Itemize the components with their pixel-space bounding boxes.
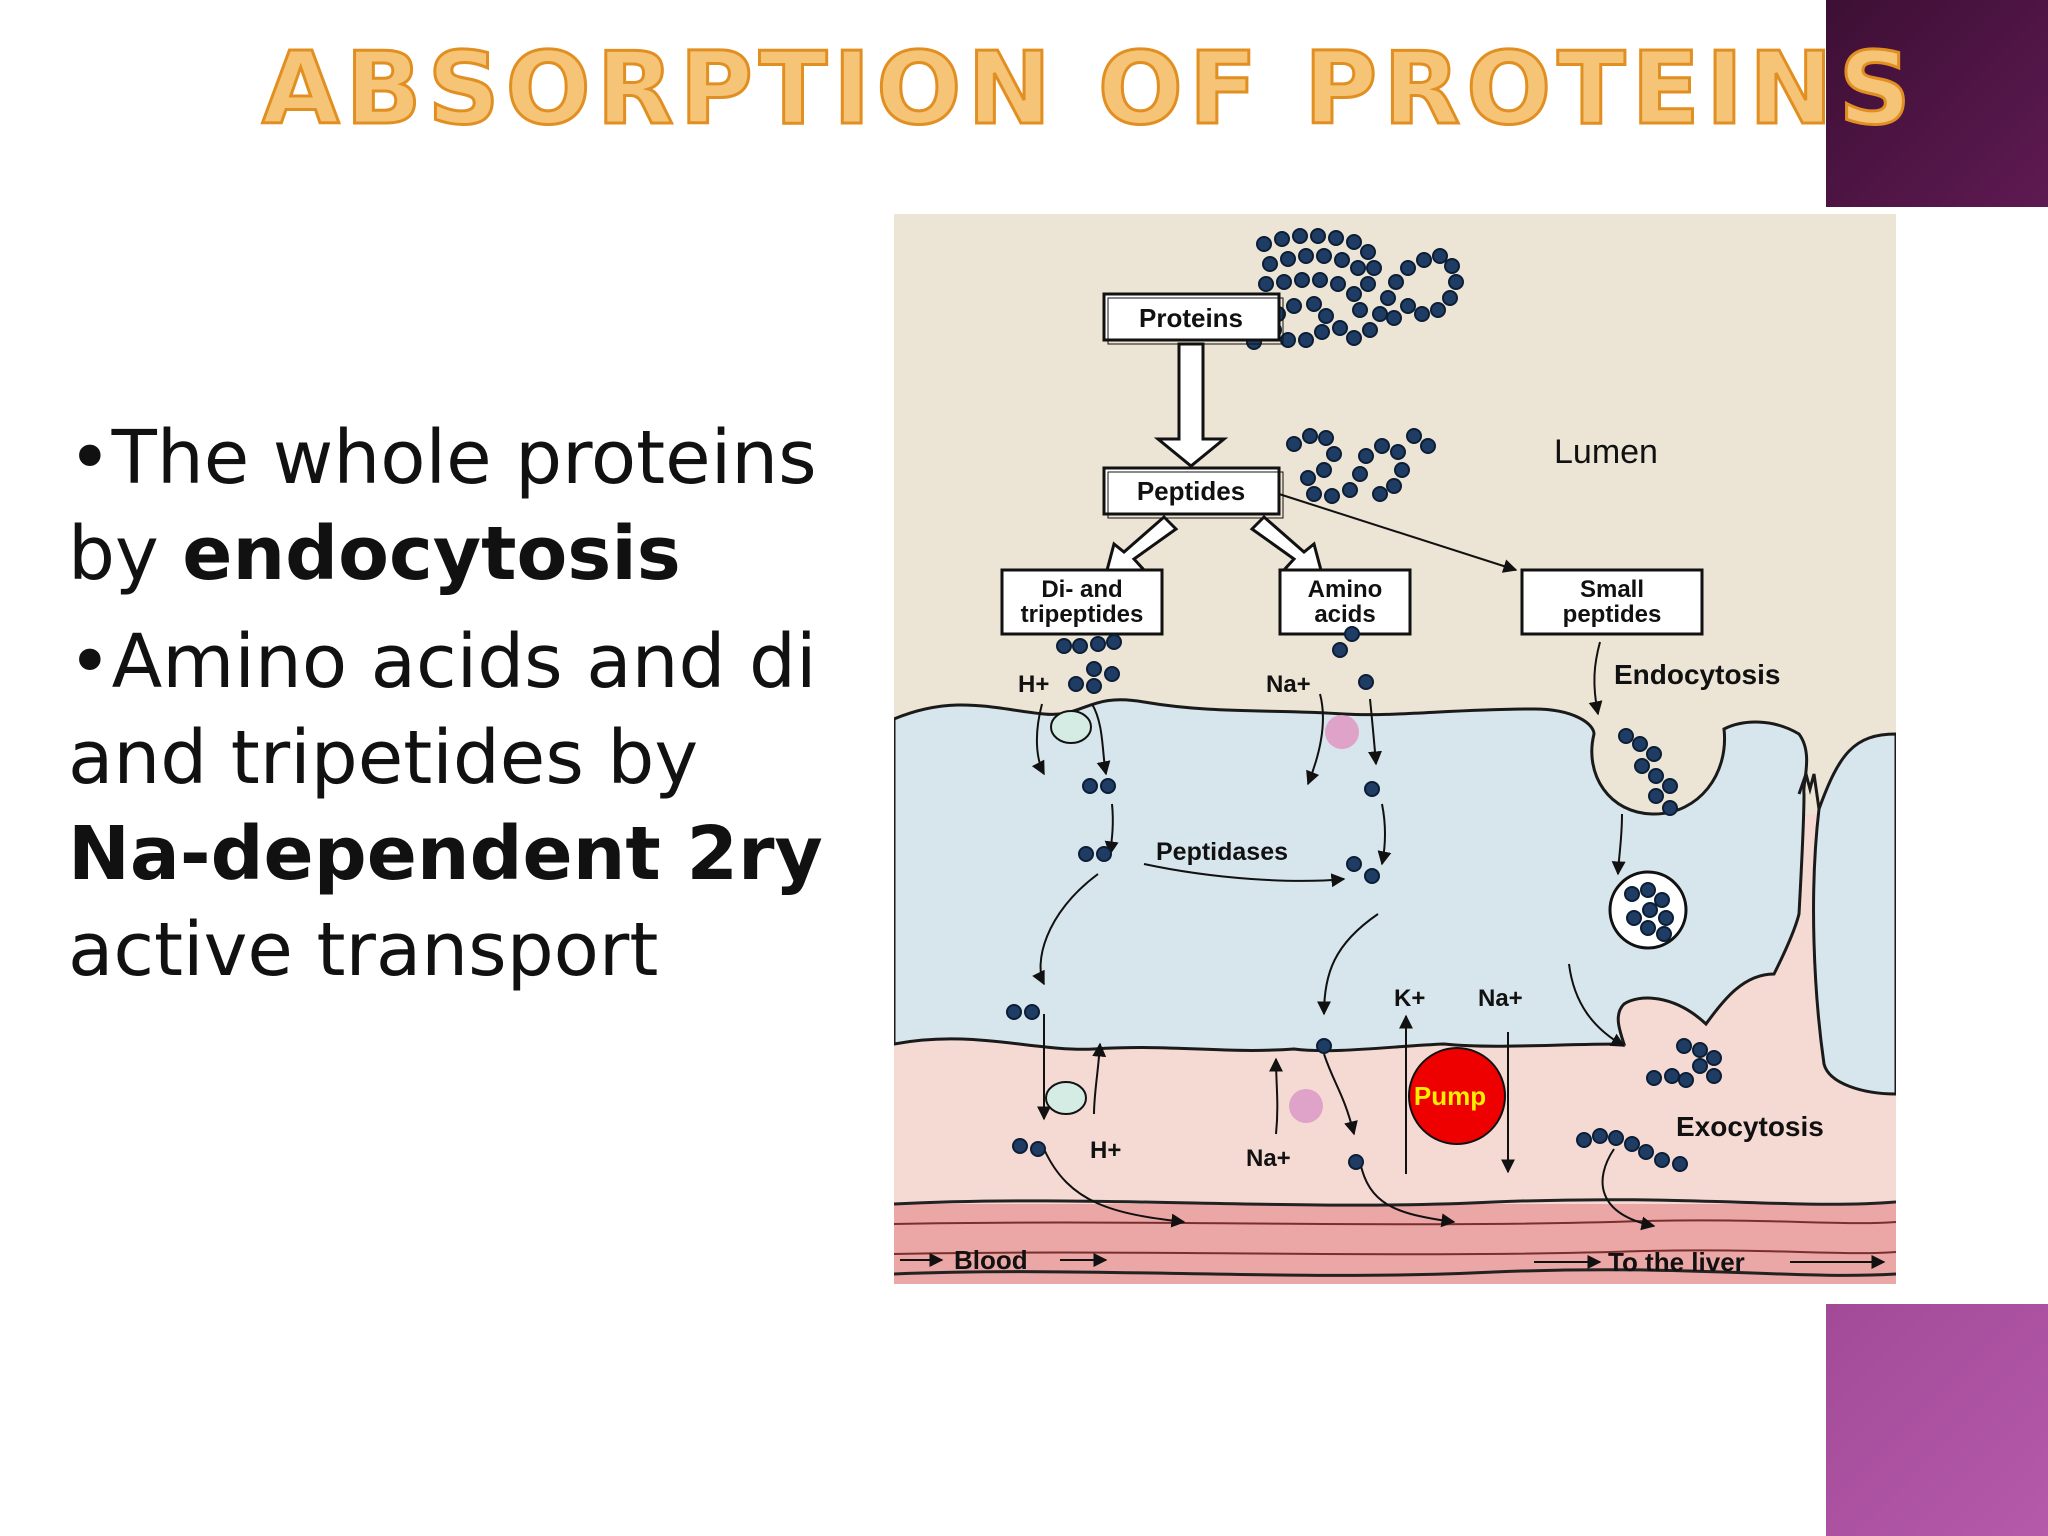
h-cotransporter-top [1050, 710, 1092, 744]
bullet-item-amino-acids: •Amino acids and di and tripetides by Na… [68, 614, 848, 998]
h-plus-bottom-label: H+ [1090, 1137, 1121, 1164]
na-plus-pump-label: Na+ [1478, 985, 1523, 1012]
small-label-2: peptides [1563, 601, 1662, 628]
exocytosed-peptides [1576, 1038, 1722, 1172]
peptides-label: Peptides [1137, 476, 1245, 506]
h-plus-top-label: H+ [1018, 671, 1049, 698]
amino-label-1: Amino [1308, 576, 1383, 603]
bullet-bold-text: Na-dependent 2ry [68, 811, 823, 897]
arrow-proteins-to-peptides [1153, 342, 1229, 468]
protein-coil [1240, 228, 1464, 350]
bullet-marker: • [68, 619, 112, 705]
slide-title: ABSORPTION OF PROTEINS [261, 29, 1917, 149]
amino-acids-box [1278, 568, 1412, 636]
peptide-fragments [1286, 428, 1436, 504]
endocytosed-peptides [1618, 728, 1678, 816]
bullet-item-whole-proteins: •The whole proteins by endocytosis [68, 410, 848, 602]
h-cotransporter-bottom [1045, 1081, 1087, 1115]
small-label-1: Small [1580, 576, 1644, 603]
peptidases-label: Peptidases [1156, 838, 1288, 866]
na-plus-bottom-label: Na+ [1246, 1145, 1291, 1172]
pump-label: Pump [1414, 1081, 1486, 1111]
epithelial-cell [894, 698, 1809, 1053]
peptidases-arrow [1143, 863, 1346, 888]
na-k-pump [1408, 1047, 1506, 1145]
na-plus-top-label: Na+ [1266, 671, 1311, 698]
di-tri-label-1: Di- and [1041, 576, 1122, 603]
exocytosis-label: Exocytosis [1676, 1111, 1824, 1142]
bullet-text: The whole proteins by [68, 415, 817, 597]
protein-absorption-diagram: Proteins Lumen Peptides Di- and tripepti… [894, 214, 1896, 1296]
bullet-list: •The whole proteins by endocytosis •Amin… [68, 410, 848, 1010]
endocytosis-label: Endocytosis [1614, 659, 1780, 690]
di-tri-label-2: tripeptides [1021, 601, 1144, 628]
corner-decoration-bottom [1826, 1304, 2048, 1536]
bullet-marker: • [68, 415, 112, 501]
bullet-bold-text: endocytosis [182, 511, 681, 597]
amino-label-2: acids [1314, 601, 1375, 628]
peptides-box [1102, 466, 1281, 516]
bullet-text: Amino acids and di and tripetides by [68, 619, 817, 801]
to-the-liver-label: To the liver [1608, 1247, 1745, 1277]
di-tri-box [1000, 568, 1164, 636]
proteins-box [1102, 292, 1281, 342]
small-peptides-box [1520, 568, 1704, 636]
na-cotransporter-bottom [1289, 1089, 1323, 1123]
na-cotransporter-top [1325, 715, 1359, 749]
proteins-label: Proteins [1139, 303, 1243, 333]
k-plus-label: K+ [1394, 985, 1425, 1012]
lumen-label: Lumen [1554, 433, 1658, 471]
blood-label: Blood [954, 1245, 1028, 1275]
bullet-text-end: active transport [68, 907, 659, 993]
corner-decoration-top [1826, 0, 2048, 207]
arrow-to-small-peptides [1278, 493, 1518, 573]
